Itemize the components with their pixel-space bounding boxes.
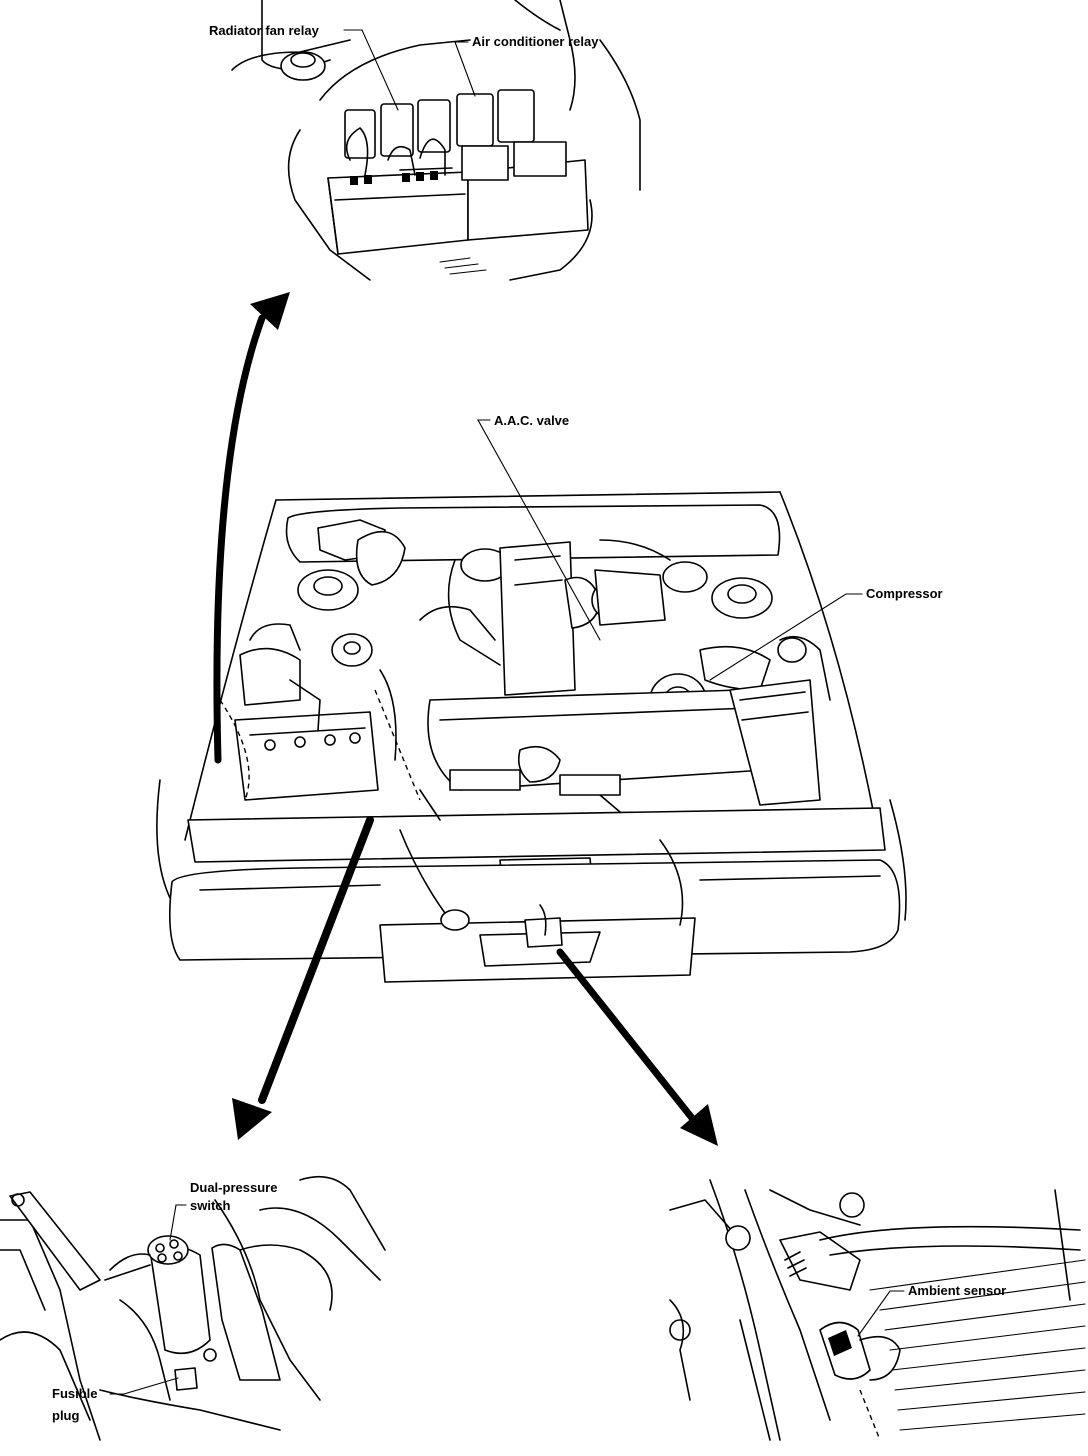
radiator-fan-relay-callout: Radiator fan relay [209,23,399,111]
air-conditioner-relay-leader [454,41,476,97]
compressor-callout: Compressor [709,586,943,681]
engine-bay-view [156,491,907,983]
brake-master-cylinder [355,530,406,586]
intake-manifold [499,541,576,696]
arrow-to-relay-box [213,292,290,764]
ambient-sensor-inset [669,1179,1086,1441]
fusible-plug-unit [174,1367,198,1391]
radiator-fan-relay-leader [343,29,399,111]
dual-pressure-switch-label-line1: Dual-pressure [190,1180,277,1195]
dual-pressure-switch-unit [147,1235,189,1265]
relay-terminals [350,171,438,185]
aac-valve-leader [477,419,601,641]
dual-pressure-switch-label-line2: switch [190,1198,231,1213]
relay-3 [417,99,451,153]
belt-cover [211,1243,281,1381]
dual-pressure-switch-callout: Dual-pressure switch [169,1180,277,1241]
ambient-sensor-label: Ambient sensor [908,1283,1006,1298]
relay-base-a [461,145,509,181]
arrow-to-ambient-sensor [556,948,718,1146]
dual-pressure-switch-leader [169,1204,187,1241]
dual-pressure-switch-inset [0,1175,386,1441]
aac-valve-label: A.A.C. valve [494,413,569,428]
battery [234,711,379,801]
air-conditioner-relay-unit [456,93,494,147]
reservoir-cap [280,51,326,81]
right-strut-tower [711,577,773,619]
fastener-bolt [839,1192,865,1218]
left-strut-tower [297,569,359,611]
fusible-plug-leader [109,1377,179,1395]
fusible-plug-callout: Fusible plug [52,1377,179,1423]
radiator-core-support [187,807,886,863]
fusible-plug-label-line1: Fusible [52,1386,98,1401]
compressor-leader [709,593,863,681]
refrigerant-line-bracket [9,1191,101,1291]
fuse-relay-box [729,679,821,806]
air-conditioner-relay-callout: Air conditioner relay [454,34,599,97]
relay-box-inset [231,0,641,281]
fusible-plug-label-line2: plug [52,1408,79,1423]
aac-valve-callout: A.A.C. valve [477,413,601,641]
compressor-label: Compressor [866,586,943,601]
cowl-panel [285,504,781,563]
air-conditioner-relay-label: Air conditioner relay [472,34,599,49]
ambient-sensor-callout: Ambient sensor [857,1283,1006,1337]
relay-base-b [513,141,567,177]
relay-box-left-housing [327,171,469,255]
relay-5 [497,89,535,143]
radiator-fan-relay-unit [380,103,414,157]
radiator-fan-relay-label: Radiator fan relay [209,23,320,38]
relay-1 [344,109,376,159]
license-plate-area [379,917,696,983]
arrow-to-dual-pressure-switch [232,816,374,1140]
ambient-sensor-leader [857,1290,905,1337]
